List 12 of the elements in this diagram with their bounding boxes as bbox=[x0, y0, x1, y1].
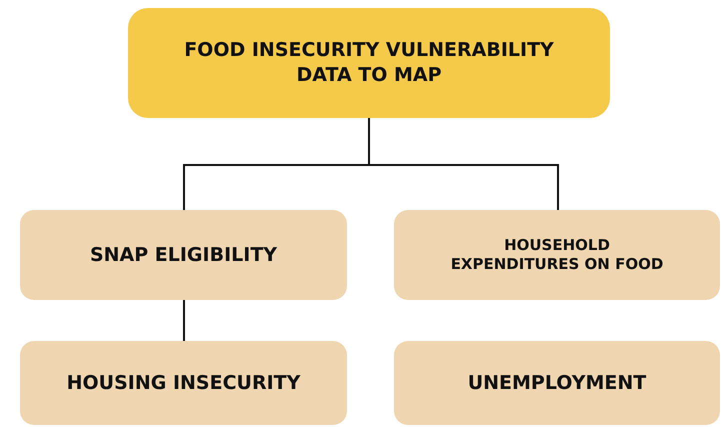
connector-line bbox=[183, 300, 185, 341]
title-box bbox=[128, 8, 610, 118]
box-label: SNAP ELIGIBILITY bbox=[90, 242, 278, 268]
box-label: HOUSEHOLD EXPENDITURES ON FOOD bbox=[450, 236, 664, 274]
box-label: FOOD INSECURITY VULNERABILITY DATA TO MAP bbox=[183, 38, 555, 88]
box-label: HOUSING INSECURITY bbox=[66, 370, 300, 396]
category-box bbox=[394, 341, 720, 425]
connector-line bbox=[368, 118, 559, 210]
category-box bbox=[394, 210, 720, 300]
category-box bbox=[20, 341, 347, 425]
box-label: UNEMPLOYMENT bbox=[468, 370, 646, 396]
category-box bbox=[20, 210, 347, 300]
